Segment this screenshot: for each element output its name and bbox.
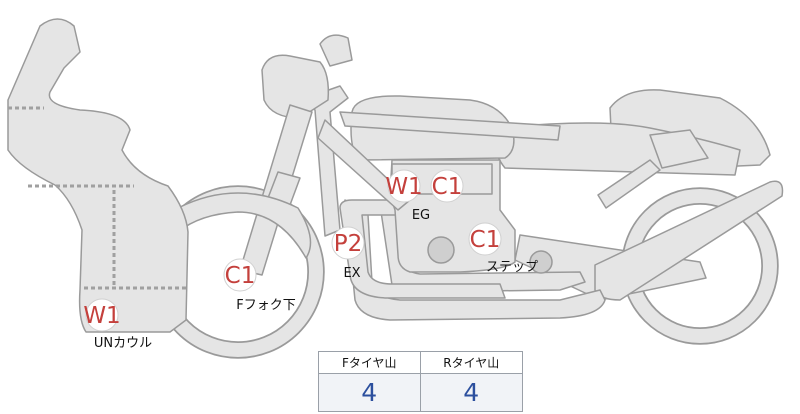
frame-down-tube: [299, 85, 349, 237]
label-ffork: Fフォク下: [236, 298, 295, 313]
label-ex: EX: [343, 266, 360, 281]
rear-tire-value: 4: [420, 374, 522, 411]
label-uncowl: UNカウル: [94, 336, 152, 351]
front-tire-value: 4: [319, 374, 421, 411]
tire-tread-table: Fタイヤ山 Rタイヤ山 4 4: [318, 351, 523, 412]
marker-eg-c1: C1: [432, 174, 463, 200]
marker-step-c1: C1: [470, 227, 501, 253]
label-step: ステップ: [486, 260, 538, 275]
marker-ex-p2: P2: [334, 231, 363, 257]
label-eg: EG: [412, 208, 430, 223]
marker-eg-w1: W1: [385, 174, 422, 200]
marker-ffork-c1: C1: [225, 263, 256, 289]
front-cowl: [7, 18, 189, 333]
exhaust-pipe: [339, 199, 506, 299]
front-tire-header: Fタイヤ山: [319, 352, 421, 374]
front-fender: [177, 192, 312, 259]
handlebar: [319, 34, 353, 67]
rear-tire-header: Rタイヤ山: [420, 352, 522, 374]
marker-uncowl-w1: W1: [83, 303, 120, 329]
headlight-cowl: [261, 54, 330, 119]
